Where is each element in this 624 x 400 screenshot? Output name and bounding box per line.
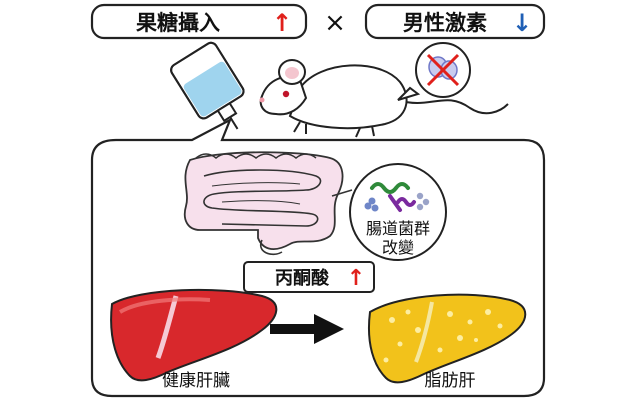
fatty-liver-icon [368,293,527,384]
bacteria-icon [364,182,430,212]
intestine-icon [183,151,353,256]
pyruvate-box: 丙酮酸 ↑ [243,261,375,293]
fructose-up-arrow: ↑ [272,9,292,37]
gut-microbiota-bubble: 腸道菌群 改變 [349,163,447,261]
androgen-down-arrow: ↓ [512,9,532,37]
fructose-intake-label: 果糖攝入 [136,11,220,35]
androgen-box: 男性激素 ↓ [364,3,546,40]
microbiota-line2: 改變 [382,238,414,257]
healthy-liver-icon [110,288,278,382]
pyruvate-up-arrow: ↑ [347,266,365,291]
no-testes-icon [397,42,471,101]
fructose-intake-box: 果糖攝入 ↑ [90,3,308,40]
fatty-liver-label: 脂肪肝 [425,371,476,391]
arrow-right-icon [270,314,344,344]
mouse-icon [259,59,509,138]
times-sign: × [324,8,346,38]
microbiota-line1: 腸道菌群 [366,219,430,238]
androgen-label: 男性激素 [403,11,487,35]
healthy-liver-label: 健康肝臟 [162,371,230,391]
pyruvate-label: 丙酮酸 [275,267,330,289]
